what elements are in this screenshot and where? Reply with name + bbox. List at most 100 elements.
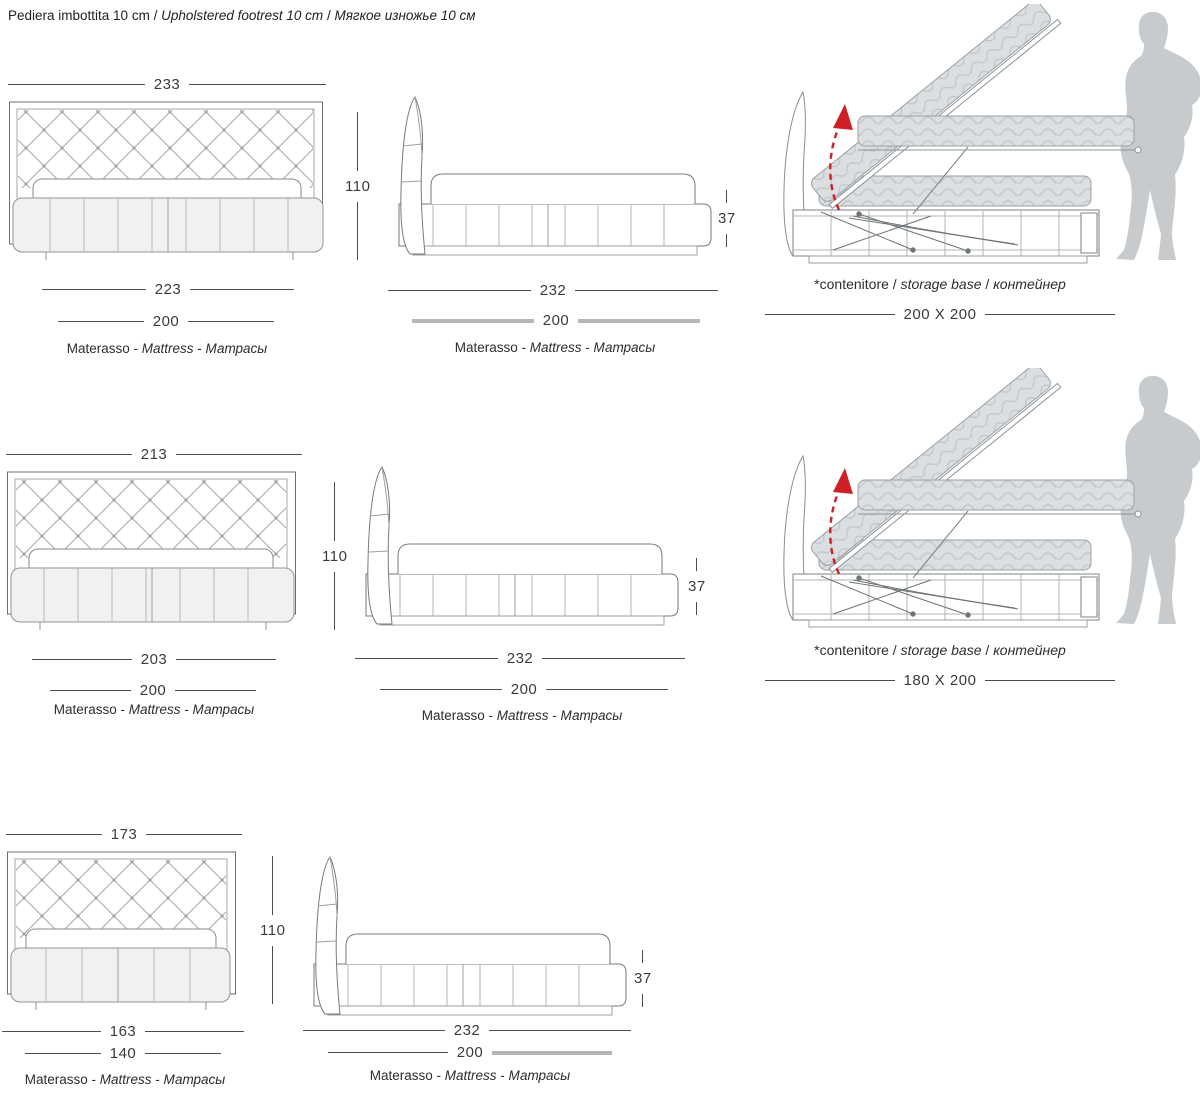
front-total-width-dim: 233 [8, 76, 326, 93]
dim-value: 203 [140, 651, 168, 668]
side-mattress-length-dim: 200 [412, 312, 700, 329]
lift-arrow-icon [829, 468, 853, 575]
storage-caption: *contenitore / storage base / контейнер [770, 642, 1110, 658]
tufting-lattice [18, 110, 313, 188]
storage-size-dim: 180 X 200 [765, 672, 1115, 689]
caption-sep: / [981, 276, 994, 292]
plinth [379, 615, 665, 626]
headboard-stitch-lines [316, 903, 338, 943]
front-mattress-width-dim: 200 [58, 313, 274, 330]
caption-sep: / [888, 276, 901, 292]
caption-it: *contenitore [814, 642, 889, 658]
dim-value: 180 X 200 [903, 672, 977, 689]
plinth [412, 245, 698, 256]
dim-value: 200 [152, 313, 180, 330]
woman-silhouette [1116, 375, 1200, 624]
tufting-lattice [16, 480, 286, 558]
mattress-side [430, 173, 696, 204]
page-title: Pediera imbottita 10 cm / Upholstered fo… [8, 8, 476, 23]
dim-value: 200 [542, 312, 570, 329]
dim-value: 200 [510, 681, 538, 698]
label-it: Materasso [24, 1072, 88, 1087]
dim-line [546, 689, 668, 690]
side-length-dim: 232 [303, 1022, 631, 1039]
footrest-panel [10, 567, 295, 623]
bed-side-view [398, 96, 712, 256]
dim-line [145, 1031, 244, 1032]
label-sep: - [496, 1068, 509, 1083]
dim-value: 232 [539, 282, 567, 299]
mattress-label: Materasso - Mattress - Матрасы [0, 1072, 250, 1087]
title-it: Pediera imbottita 10 cm [8, 8, 150, 23]
front-frame-width-dim: 223 [42, 281, 294, 298]
dim-value: 233 [153, 76, 181, 93]
base-height-dim: 37 [718, 190, 736, 256]
dim-value: 232 [453, 1022, 481, 1039]
side-length-dim: 232 [388, 282, 718, 299]
mattress-label: Materasso - Mattress - Матрасы [6, 702, 302, 717]
headboard-height-dim: 110 [345, 112, 370, 260]
label-sep: - [116, 702, 129, 717]
title-sep: / [323, 8, 335, 23]
dim-value: 110 [260, 921, 286, 939]
headboard-curve-line [381, 466, 390, 527]
mattress-label: Materasso - Mattress - Матрасы [8, 341, 326, 356]
storage-caption: *contenitore / storage base / контейнер [770, 276, 1110, 292]
dim-line [696, 558, 698, 571]
title-sep: / [149, 8, 162, 23]
floating-mattress [857, 115, 1142, 154]
mattress-side [397, 543, 663, 574]
label-en: Mattress [496, 708, 549, 723]
dim-line [357, 201, 359, 260]
dim-line [328, 1052, 448, 1053]
dim-value: 223 [154, 281, 182, 298]
dim-line [303, 1030, 445, 1031]
dim-line [190, 289, 294, 290]
label-it: Materasso [66, 341, 130, 356]
front-frame-width-dim: 203 [32, 651, 276, 668]
dim-line [642, 994, 644, 1007]
headboard-stitch-lines [401, 143, 423, 183]
rail-seams [347, 964, 580, 1006]
front-mattress-width-dim: 200 [50, 682, 256, 699]
label-ru: Матрасы [163, 1072, 226, 1087]
dim-line [765, 314, 895, 315]
caption-it: *contenitore [814, 276, 889, 292]
storage-size-dim: 200 X 200 [765, 306, 1115, 323]
mattress-label: Materasso - Mattress - Матрасы [310, 1068, 630, 1083]
label-en: Mattress [141, 341, 194, 356]
headboard-curve-line [414, 96, 423, 157]
headboard-height-dim: 110 [322, 482, 347, 630]
storage-frame [792, 209, 1100, 264]
dim-line [355, 658, 498, 659]
dim-line [189, 84, 326, 85]
dim-line [176, 454, 302, 455]
front-total-width-dim: 213 [6, 446, 302, 463]
label-ru: Матрасы [508, 1068, 571, 1083]
dim-line [176, 659, 276, 660]
lift-arrow-icon [829, 104, 853, 211]
dim-value: 200 X 200 [903, 306, 977, 323]
feet-ticks [45, 252, 294, 260]
label-en: Mattress [99, 1072, 152, 1087]
dim-value: 37 [688, 578, 706, 595]
dim-line [412, 318, 534, 323]
support-strut [912, 510, 969, 579]
dim-line [32, 659, 132, 660]
storage-frame [792, 573, 1100, 628]
label-it: Materasso [369, 1068, 433, 1083]
label-sep: - [581, 340, 594, 355]
caption-sep: / [888, 642, 901, 658]
dim-line [58, 321, 144, 322]
label-ru: Матрасы [560, 708, 623, 723]
dim-line [42, 289, 146, 290]
lift-mechanism [820, 575, 1019, 618]
dim-value: 37 [634, 970, 652, 987]
front-total-width-dim: 173 [6, 826, 242, 843]
headboard-side-profile [367, 466, 393, 625]
label-sep: - [180, 702, 193, 717]
feet-ticks [39, 622, 267, 630]
dim-value: 213 [140, 446, 168, 463]
label-en: Mattress [444, 1068, 497, 1083]
headboard-curve-line [329, 856, 338, 917]
